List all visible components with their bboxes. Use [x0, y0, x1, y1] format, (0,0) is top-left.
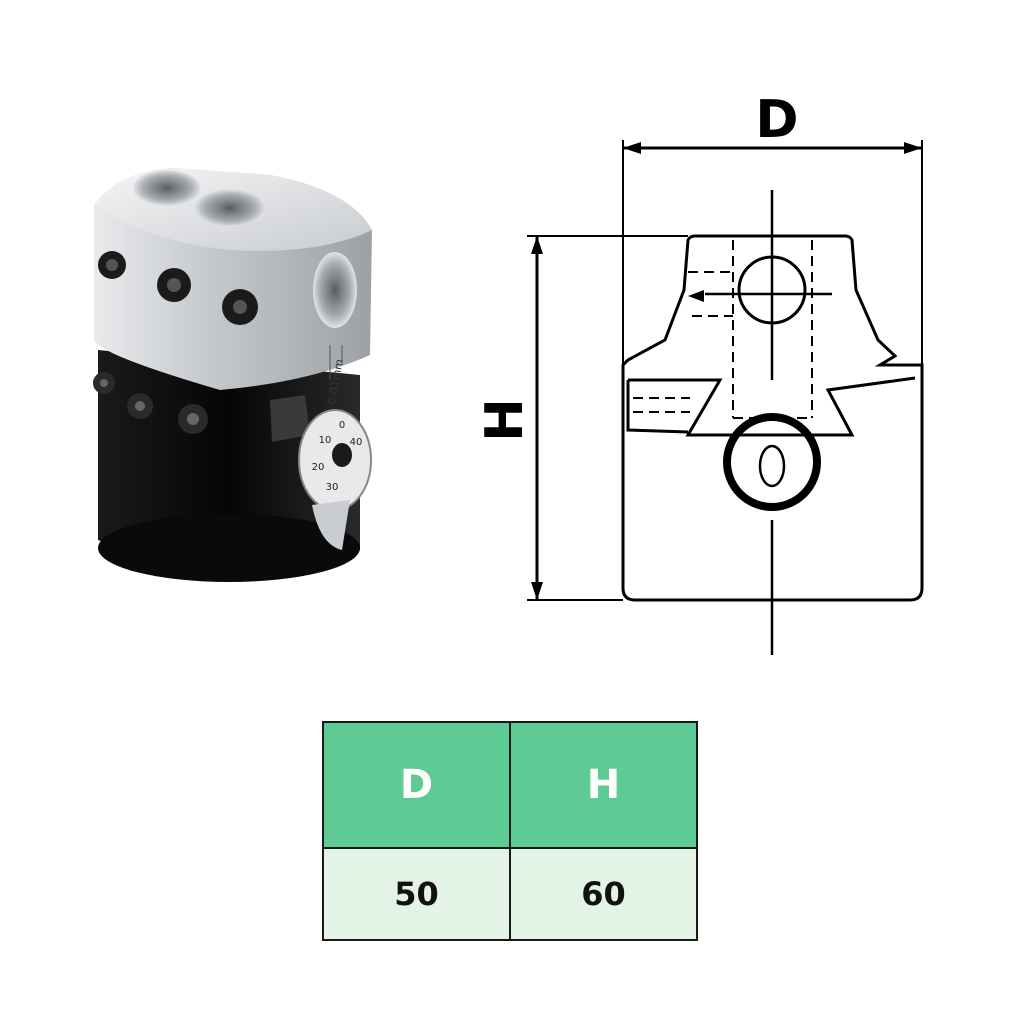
- header-d: D: [322, 721, 511, 849]
- dim-label-h: H: [475, 398, 535, 442]
- dial-mark-20: 20: [312, 462, 325, 473]
- table-row: 50 60: [322, 847, 698, 941]
- lower-screws: [93, 372, 310, 442]
- boring-head-product-image: 0.01mm 0 10 20 30 40: [93, 168, 372, 582]
- drawing-body-outline: [621, 234, 924, 602]
- drawing-lower-hole: [723, 413, 821, 511]
- adjustment-dial: 0 10 20 30 40: [298, 409, 372, 550]
- dial-mark-40: 40: [350, 437, 363, 448]
- upper-head: 0.01mm: [94, 168, 372, 406]
- value-h: 60: [509, 847, 698, 941]
- technical-drawing: D H: [475, 90, 924, 655]
- table-header-row: D H: [322, 721, 698, 849]
- dial-mark-0: 0: [339, 420, 345, 431]
- dial-mark-30: 30: [326, 482, 339, 493]
- header-h: H: [509, 721, 698, 849]
- dim-label-d: D: [755, 90, 798, 150]
- dial-mark-10: 10: [319, 435, 332, 446]
- value-d: 50: [322, 847, 511, 941]
- dimension-table: D H 50 60: [322, 721, 698, 941]
